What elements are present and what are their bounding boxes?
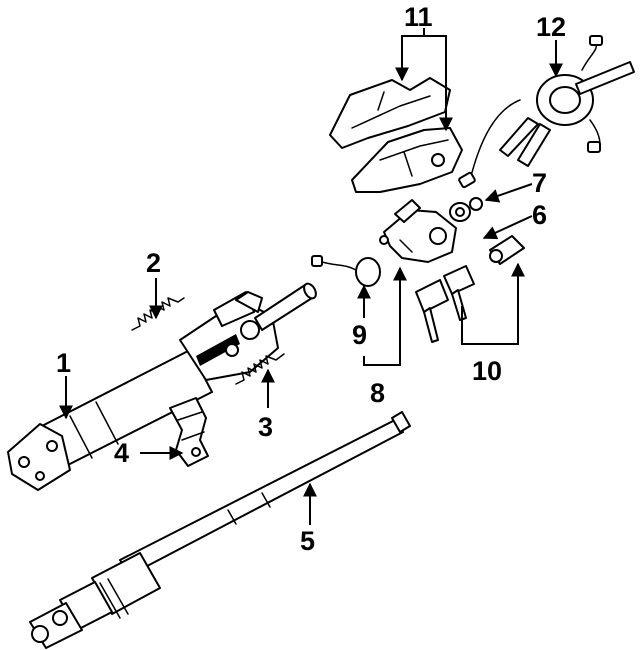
callout-3: 3 — [258, 412, 273, 442]
part-ignition-switch — [311, 255, 381, 287]
callout-7: 7 — [532, 168, 547, 198]
callout-1: 1 — [56, 348, 71, 378]
part-intermediate-shaft — [29, 411, 411, 649]
part-spring-lower — [235, 353, 285, 385]
part-column-covers — [329, 77, 463, 193]
callout-9: 9 — [352, 320, 367, 350]
part-bracket — [169, 397, 209, 467]
callout-4: 4 — [114, 438, 129, 468]
part-washer — [469, 197, 483, 211]
callout-5: 5 — [300, 526, 315, 556]
callout-2: 2 — [146, 248, 161, 278]
callout-11: 11 — [404, 2, 433, 32]
part-steering-column — [7, 282, 317, 491]
callout-12: 12 — [536, 12, 566, 42]
callout-8: 8 — [370, 378, 385, 408]
callout-6: 6 — [532, 200, 547, 230]
part-spring-upper — [131, 297, 185, 331]
leader-lines — [59, 28, 563, 525]
part-combination-switch — [458, 35, 635, 189]
callout-10: 10 — [472, 356, 502, 386]
part-lock-housing — [379, 199, 457, 263]
part-lock-ring — [449, 202, 471, 222]
